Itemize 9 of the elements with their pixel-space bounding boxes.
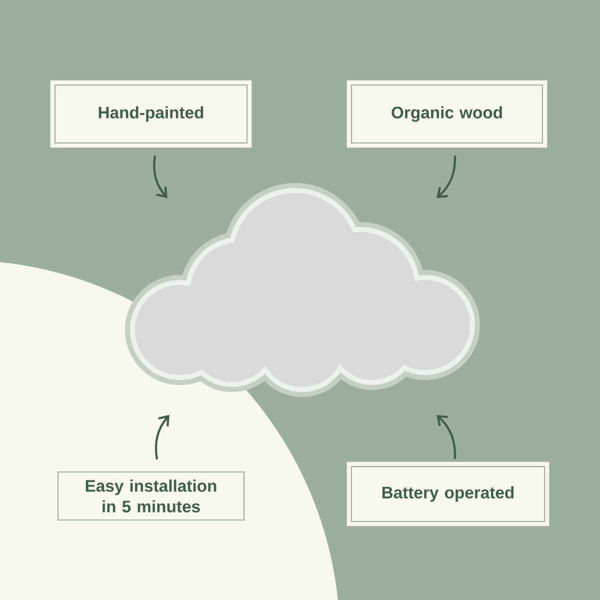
feature-box: Battery operated xyxy=(346,462,550,526)
feature-box: Hand-painted xyxy=(50,80,252,148)
arrow xyxy=(154,414,170,460)
feature-box: Easy installation in 5 minutes xyxy=(53,467,249,525)
arrow xyxy=(153,155,168,198)
feature-box: Organic wood xyxy=(346,80,548,148)
cloud-drawing xyxy=(125,183,480,397)
arrow xyxy=(436,156,456,198)
arrow xyxy=(436,414,456,460)
